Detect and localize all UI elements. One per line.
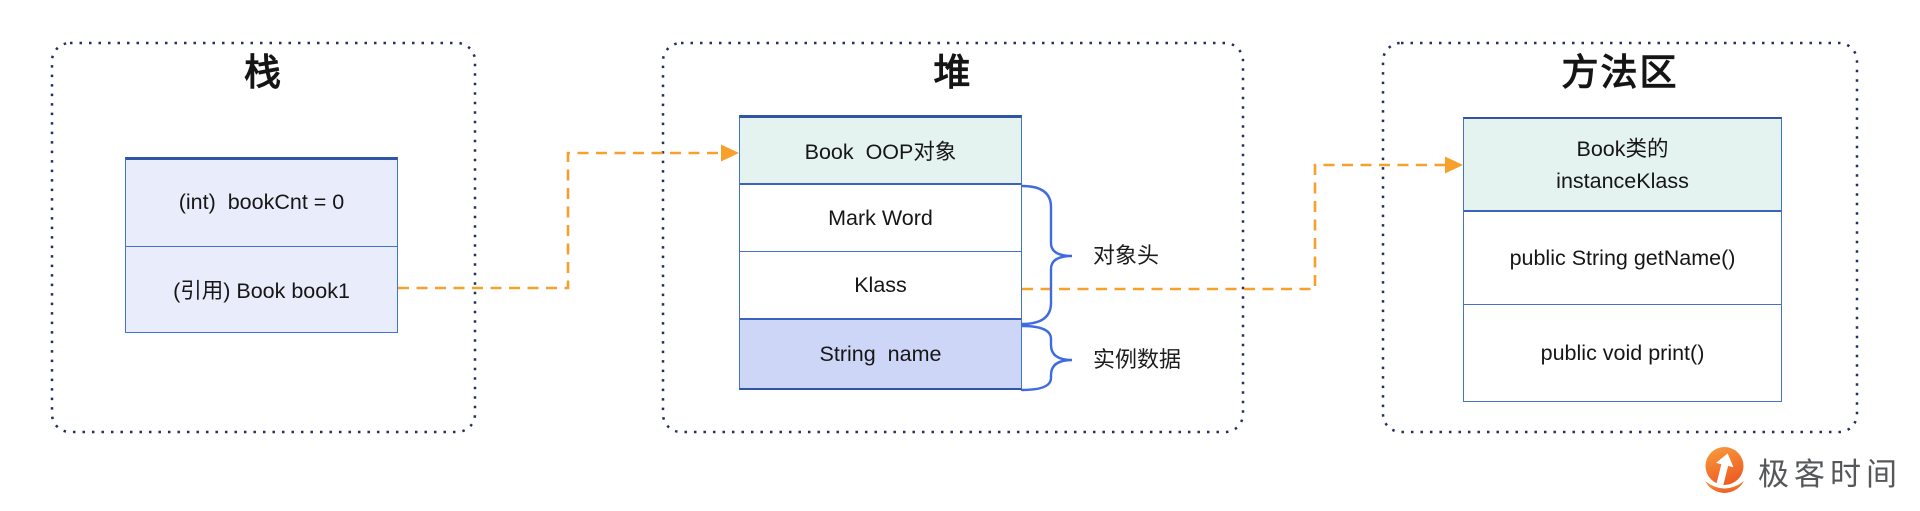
stack-frame-box: (int) bookCnt = 0 (引用) Book book1 — [125, 157, 398, 333]
method-row-getname: public String getName() — [1464, 212, 1781, 305]
heap-region-title: 堆 — [933, 52, 973, 93]
heap-row-string-name: String name — [740, 320, 1021, 388]
heap-row-mark-word: Mark Word — [740, 185, 1021, 252]
heap-region-border — [661, 41, 1245, 434]
heap-row-klass: Klass — [740, 252, 1021, 320]
arrowhead-klass-to-instanceklass — [1445, 156, 1463, 174]
geektime-logo-text: 极客时间 — [1758, 456, 1902, 492]
heap-row-oop-object: Book OOP对象 — [740, 118, 1021, 185]
reference-arrow-klass-to-instanceklass — [1022, 163, 1448, 291]
method-area-region-border — [1381, 41, 1859, 434]
stack-region-border — [50, 41, 477, 434]
stack-region-title: 栈 — [244, 52, 283, 93]
reference-arrow-book1-to-oop — [398, 151, 724, 290]
instance-data-label: 实例数据 — [1093, 347, 1182, 372]
heap-oop-object-box: Book OOP对象 Mark Word Klass String name — [739, 115, 1022, 390]
method-row-print: public void print() — [1464, 305, 1781, 401]
instanceklass-label-line1: Book类的 — [1576, 136, 1669, 161]
stack-row-book1: (引用) Book book1 — [126, 246, 397, 332]
method-area-region-title: 方法区 — [1561, 52, 1679, 93]
geektime-logo: 极客时间 — [1700, 446, 1902, 496]
brace-object-header — [1020, 184, 1073, 326]
object-header-label: 对象头 — [1093, 243, 1160, 268]
method-row-instanceklass: Book类的 instanceKlass — [1464, 119, 1781, 212]
stack-row-bookcnt: (int) bookCnt = 0 — [126, 160, 397, 247]
arrowhead-book1-to-oop — [721, 144, 739, 162]
geektime-pin-icon — [1705, 447, 1744, 493]
method-area-class-box: Book类的 instanceKlass public String getNa… — [1463, 117, 1782, 402]
brace-instance-data — [1020, 324, 1073, 392]
instanceklass-label-line2: instanceKlass — [1556, 168, 1689, 193]
